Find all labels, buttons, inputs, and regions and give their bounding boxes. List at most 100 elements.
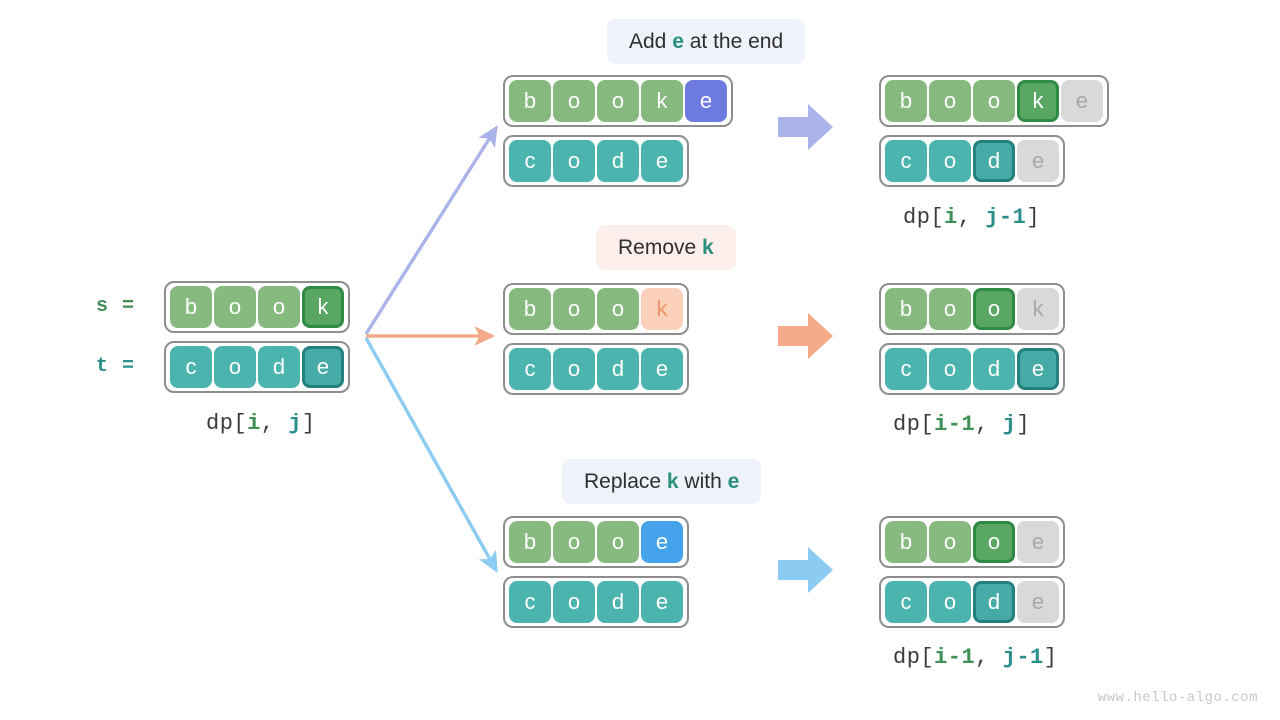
chip-key-char: k xyxy=(702,235,714,259)
char-cell: k xyxy=(1017,80,1059,122)
char-cell: b xyxy=(170,286,212,328)
source-s-label: s = xyxy=(96,295,136,318)
char-cell: e xyxy=(1017,140,1059,182)
chip-static-text: Replace xyxy=(584,469,667,493)
dp-index-j: j-1 xyxy=(985,205,1027,230)
block-arrow-remove xyxy=(778,312,834,365)
char-cell: o xyxy=(553,140,595,182)
char-cell: o xyxy=(929,80,971,122)
operation-chip-add: Add e at the end xyxy=(607,19,806,64)
char-cell: d xyxy=(973,581,1015,623)
char-cell: b xyxy=(885,521,927,563)
char-cell: b xyxy=(885,288,927,330)
char-cell: o xyxy=(214,346,256,388)
chip-remove-text: Remove k xyxy=(618,236,714,260)
dp-index-j: j-1 xyxy=(1002,645,1044,670)
char-cell: e xyxy=(1061,80,1103,122)
char-cell: b xyxy=(509,80,551,122)
char-cell: c xyxy=(885,140,927,182)
dp-index-i: i xyxy=(247,411,261,436)
char-cell: e xyxy=(685,80,727,122)
char-cell: o xyxy=(973,521,1015,563)
char-cell: o xyxy=(258,286,300,328)
chip-add-text: Add e at the end xyxy=(629,30,783,54)
arrow-line-add xyxy=(364,125,498,335)
dp-static-text: , xyxy=(975,645,1003,670)
char-cell: c xyxy=(885,348,927,390)
chip-static-text: Add xyxy=(629,29,673,53)
dp-static-text: , xyxy=(957,205,986,230)
add-dp-label: dp[i, j-1] xyxy=(903,205,1040,230)
char-cell: e xyxy=(1017,581,1059,623)
dp-index-i: i-1 xyxy=(934,645,976,670)
chip-key-char: e xyxy=(727,469,740,493)
char-cell: k xyxy=(1017,288,1059,330)
char-cell: o xyxy=(553,521,595,563)
remove-dp-label: dp[i-1, j] xyxy=(893,412,1030,437)
char-cell: b xyxy=(885,80,927,122)
char-cell: o xyxy=(973,288,1015,330)
dp-static-text: dp[ xyxy=(206,411,248,436)
char-cell: c xyxy=(509,348,551,390)
char-cell: o xyxy=(929,288,971,330)
chip-static-text: with xyxy=(678,469,728,493)
block-arrow-replace xyxy=(778,546,834,599)
replace-dp-label: dp[i-1, j-1] xyxy=(893,645,1057,670)
char-cell: c xyxy=(885,581,927,623)
arrow-line-replace xyxy=(364,337,498,573)
dp-static-text: dp[ xyxy=(893,645,935,670)
dp-index-i: i xyxy=(944,205,958,230)
char-cell: d xyxy=(258,346,300,388)
chip-static-text: at the end xyxy=(683,29,784,53)
char-cell: k xyxy=(302,286,344,328)
char-cell: c xyxy=(509,581,551,623)
watermark: www.hello-algo.com xyxy=(1097,690,1258,706)
char-cell: o xyxy=(973,80,1015,122)
char-cell: d xyxy=(597,348,639,390)
dp-static-text: dp[ xyxy=(893,412,935,437)
dp-index-i: i-1 xyxy=(934,412,976,437)
char-cell: e xyxy=(641,140,683,182)
char-cell: d xyxy=(973,348,1015,390)
char-cell: e xyxy=(641,581,683,623)
dp-static-text: , xyxy=(260,411,289,436)
char-cell: o xyxy=(214,286,256,328)
dp-static-text: dp[ xyxy=(903,205,945,230)
char-cell: o xyxy=(929,348,971,390)
char-cell: o xyxy=(553,80,595,122)
char-cell: e xyxy=(1017,521,1059,563)
char-cell: e xyxy=(641,521,683,563)
char-cell: o xyxy=(929,521,971,563)
operation-chip-replace: Replace k with e xyxy=(562,459,762,504)
chip-replace-text: Replace k with e xyxy=(584,470,739,494)
dp-static-text: , xyxy=(975,412,1003,437)
char-cell: o xyxy=(553,288,595,330)
char-cell: e xyxy=(302,346,344,388)
char-cell: c xyxy=(509,140,551,182)
char-cell: o xyxy=(553,581,595,623)
dp-static-text: ] xyxy=(1043,645,1058,670)
char-cell: k xyxy=(641,80,683,122)
chip-key-char: e xyxy=(672,29,684,53)
operation-chip-remove: Remove k xyxy=(596,225,736,270)
char-cell: o xyxy=(929,140,971,182)
chip-static-text: Remove xyxy=(618,235,703,259)
source-dp-label: dp[i, j] xyxy=(206,411,316,436)
char-cell: b xyxy=(509,288,551,330)
source-t-label: t = xyxy=(96,355,136,378)
char-cell: d xyxy=(597,581,639,623)
block-arrow-add xyxy=(778,103,834,156)
